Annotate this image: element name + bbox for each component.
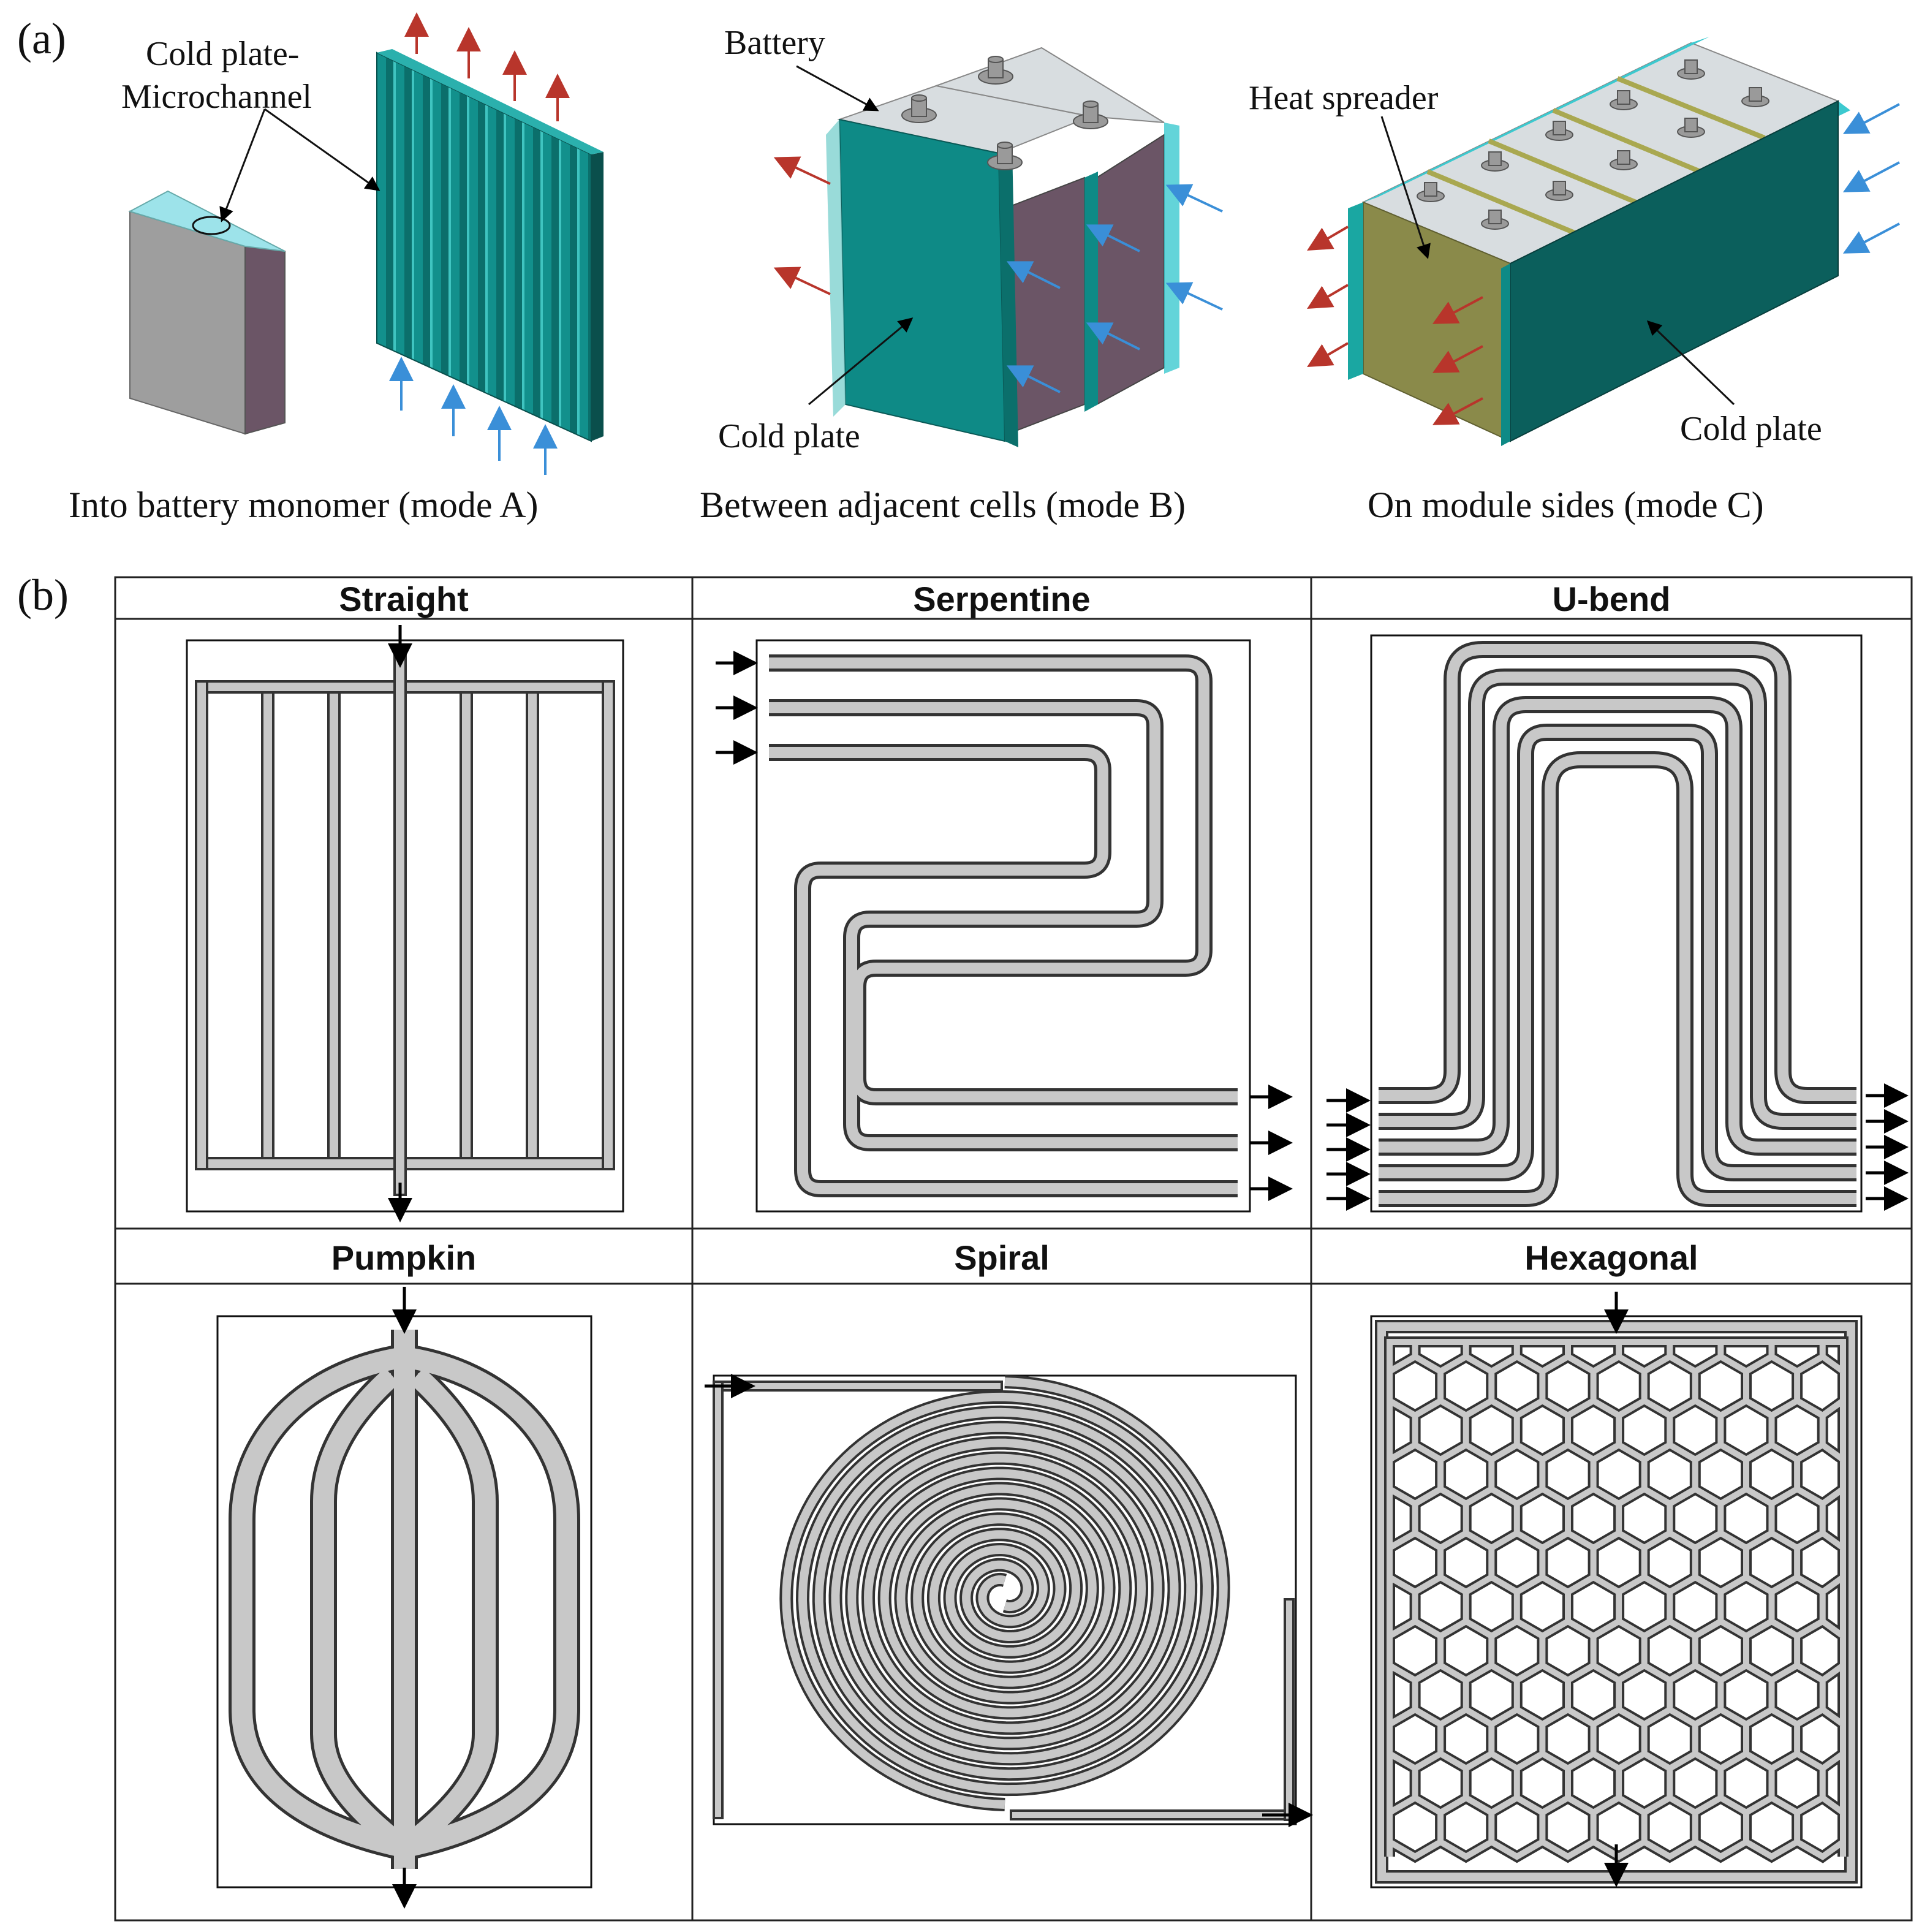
header-u-bend: U-bend: [1552, 580, 1671, 618]
panel-a-label: (a): [17, 14, 66, 63]
header-pumpkin: Pumpkin: [331, 1238, 477, 1277]
serpentine-channel-drawing: [716, 639, 1293, 1213]
caption-mode-a: Into battery monomer (mode A): [69, 485, 539, 525]
caption-mode-c: On module sides (mode C): [1368, 485, 1764, 525]
pumpkin-channel-drawing: [216, 1287, 592, 1909]
header-hexagonal: Hexagonal: [1524, 1238, 1698, 1277]
cold-plate-microchannel-label-line2: Microchannel: [121, 78, 312, 116]
cold-plate-label-mode-b: Cold plate: [718, 417, 860, 455]
hexagonal-channel-drawing: [1370, 1292, 1863, 1888]
spiral-channel-drawing: [705, 1374, 1313, 1827]
cold-plate-microchannel-label-line1: Cold plate-: [146, 35, 300, 73]
header-serpentine: Serpentine: [913, 580, 1091, 618]
header-spiral: Spiral: [954, 1238, 1050, 1277]
mode-b-illustration: [773, 47, 1223, 447]
design-grid: [114, 576, 1913, 1922]
hexagonal-channel-fill: [1387, 1339, 1846, 1860]
battery-label: Battery: [724, 24, 825, 62]
cold-plate-label-mode-c: Cold plate: [1680, 410, 1822, 448]
u-bend-channel-drawing: [1326, 634, 1909, 1213]
caption-mode-b: Between adjacent cells (mode B): [700, 485, 1186, 525]
header-straight: Straight: [339, 580, 469, 618]
mode-c-illustration: [1307, 37, 1900, 446]
panel-b-label: (b): [17, 570, 69, 619]
straight-channel-drawing: [186, 625, 624, 1222]
mode-a-illustration: [128, 12, 604, 475]
heat-spreader-label: Heat spreader: [1249, 79, 1439, 117]
